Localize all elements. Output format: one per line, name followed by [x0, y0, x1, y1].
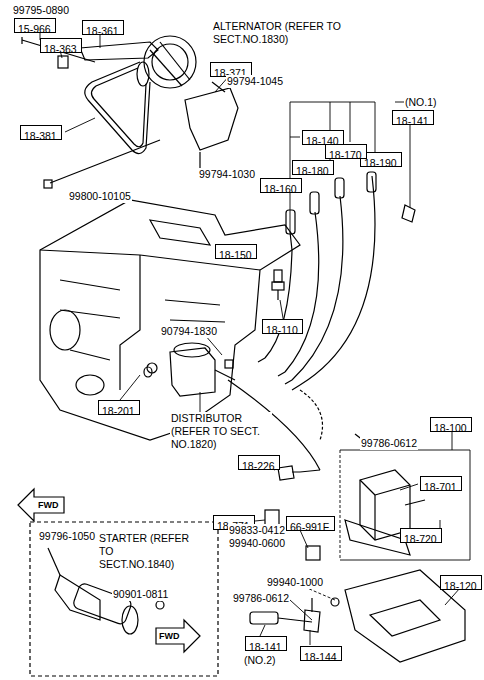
- part-number: (NO.2): [243, 654, 277, 667]
- callout-box: 18-361: [82, 20, 124, 35]
- callout-box: 66-991F: [286, 516, 335, 531]
- callout-box: 15-966: [14, 18, 56, 33]
- callout-box: 18-180: [292, 160, 334, 175]
- bolt: [212, 82, 225, 92]
- callout-box: 18-144: [300, 646, 342, 661]
- part-number: 99833-0412: [228, 524, 286, 537]
- part-number: 99786-0612: [232, 592, 290, 605]
- leader-lines: [40, 30, 470, 645]
- callout-box: 18-141: [392, 110, 434, 125]
- callout-box: 18-120: [440, 575, 482, 590]
- callout-box: 18-720: [400, 528, 442, 543]
- part-number: 99796-1050: [38, 530, 96, 543]
- callout-box: 18-170: [325, 144, 367, 159]
- part-number: 99940-1000: [266, 576, 324, 589]
- callout-number: 18-110: [266, 324, 298, 336]
- callout-box: 18-363: [40, 38, 82, 53]
- callout-number: 18-100: [434, 422, 467, 434]
- callout-number: 18-141: [396, 115, 429, 127]
- callout-box: 18-110: [262, 319, 303, 334]
- callout-number: 18-150: [219, 249, 252, 261]
- reference-note: ALTERNATOR (REFER TO SECT.NO.1830): [212, 20, 364, 46]
- part-number: 99794-1045: [226, 75, 284, 88]
- part-number: 99786-0612: [360, 437, 418, 450]
- callout-box: 18-381: [20, 125, 62, 140]
- drive-belt: [85, 62, 150, 154]
- callout-box: 18-140: [302, 130, 344, 145]
- callout-box: 18-226: [238, 455, 280, 470]
- callout-box: 18-701: [420, 476, 462, 491]
- direction-label: FWD: [158, 630, 181, 643]
- mounting-plate: [370, 600, 440, 636]
- callout-number: 18-180: [296, 165, 329, 177]
- drive-belt: [91, 68, 146, 147]
- callout-number: 18-381: [24, 130, 57, 142]
- callout-box: 18-100: [430, 417, 472, 432]
- callout-number: 18-144: [304, 651, 337, 663]
- callout-number: 18-160: [264, 183, 297, 195]
- relay: [306, 546, 320, 560]
- callout-number: 18-141: [249, 641, 282, 653]
- part-number: 99794-1030: [198, 168, 256, 181]
- callout-number: 18-226: [242, 460, 275, 472]
- connector: [278, 466, 300, 480]
- part-number: 90901-0811: [112, 588, 169, 601]
- part-number: 99940-0600: [228, 537, 286, 550]
- fwd-arrow: [156, 620, 200, 652]
- alternator: [137, 36, 196, 88]
- bolt: [22, 37, 95, 68]
- callout-box: 18-150: [215, 244, 257, 259]
- distributor: [147, 343, 235, 396]
- reference-note: STARTER (REFER TO SECT.NO.1840): [98, 532, 192, 571]
- inset-frame: [30, 522, 218, 676]
- adjust-bracket: [185, 88, 238, 150]
- callout-box: 18-141: [245, 636, 287, 651]
- part-number: 90794-1830: [160, 325, 218, 338]
- callout-number: 18-361: [86, 25, 119, 37]
- reference-note: DISTRIBUTOR (REFER TO SECT. NO.1820): [170, 412, 272, 451]
- nut: [331, 598, 339, 606]
- callout-box: 18-160: [260, 178, 302, 193]
- fwd-arrow: [18, 489, 64, 521]
- callout-number: 66-991F: [290, 521, 329, 533]
- bolt-head: [44, 180, 52, 188]
- part-number: (NO.1): [404, 96, 438, 109]
- callout-box: 18-201: [98, 400, 140, 415]
- spark-plug: [272, 270, 284, 300]
- callout-number: 18-120: [444, 580, 477, 592]
- bolt: [199, 152, 200, 168]
- callout-number: 18-720: [404, 533, 437, 545]
- callout-number: 18-701: [424, 481, 457, 493]
- bolt: [50, 140, 160, 183]
- callout-number: 18-363: [44, 43, 77, 55]
- direction-label: FWD: [37, 499, 60, 512]
- part-number: 99795-0890: [12, 4, 70, 17]
- callout-number: 15-966: [18, 23, 51, 35]
- callout-number: 18-190: [364, 157, 397, 169]
- callout-number: 18-201: [102, 405, 135, 417]
- part-number: 99800-10105: [68, 190, 132, 203]
